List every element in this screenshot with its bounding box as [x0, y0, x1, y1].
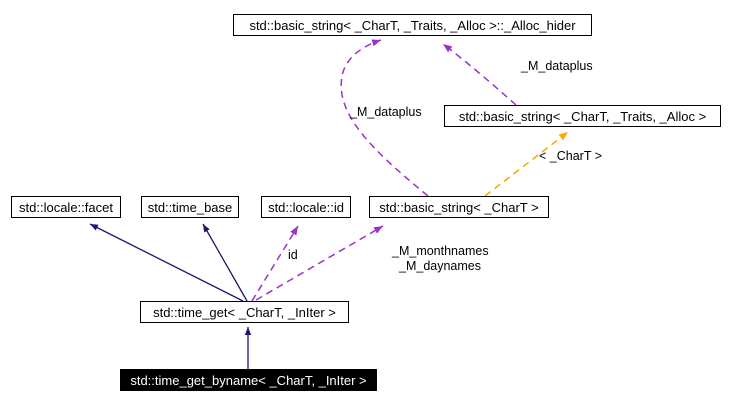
edge-basic-string-chart-to-alloc-hider: [340, 39, 429, 197]
node-time-get[interactable]: std::time_get< _CharT, _InIter >: [140, 301, 349, 323]
node-basic-string-chart[interactable]: std::basic_string< _CharT >: [369, 196, 549, 218]
edge-label-daynames: _M_daynames: [399, 259, 481, 273]
edge-label-monthnames: _M_monthnames: [392, 244, 489, 258]
node-locale-facet[interactable]: std::locale::facet: [11, 196, 121, 218]
edge-label-id: id: [288, 248, 298, 262]
edge-time-get-to-locale-id: [251, 225, 299, 302]
node-time-base[interactable]: std::time_base: [141, 196, 239, 218]
node-locale-id[interactable]: std::locale::id: [261, 196, 351, 218]
edge-label-dataplus-left: _M_dataplus: [350, 105, 422, 119]
node-time-get-byname[interactable]: std::time_get_byname< _CharT, _InIter >: [120, 369, 377, 391]
node-basic-string-full[interactable]: std::basic_string< _CharT, _Traits, _All…: [444, 105, 721, 127]
node-alloc-hider[interactable]: std::basic_string< _CharT, _Traits, _All…: [233, 14, 592, 36]
edge-time-get-to-time-base: [202, 223, 248, 302]
edge-basic-string-full-to-alloc-hider: [442, 43, 517, 106]
edge-time-get-to-locale-facet: [89, 223, 244, 302]
edge-label-chart-template: < _CharT >: [539, 149, 603, 163]
edge-time-get-to-basic-string-chart: [255, 225, 384, 301]
edge-basic-string-chart-to-basic-string-full: [484, 131, 569, 197]
edge-label-dataplus-right: _M_dataplus: [521, 59, 593, 73]
